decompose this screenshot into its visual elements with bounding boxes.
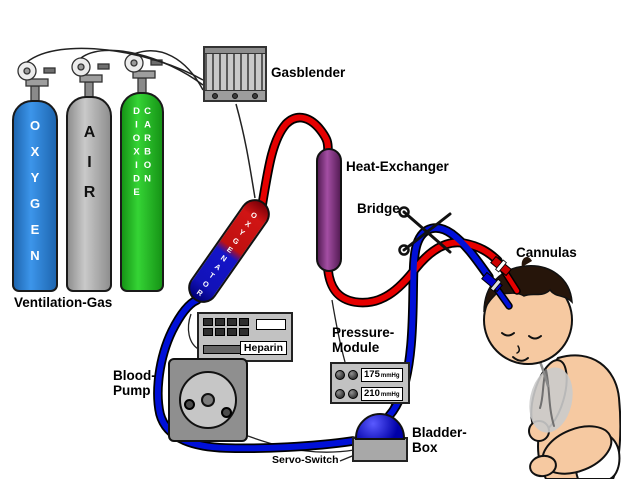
gasblender-device	[203, 46, 267, 102]
pressure-knob	[348, 389, 358, 399]
bridge-label: Bridge	[357, 201, 400, 216]
arterial-line	[259, 114, 331, 209]
pressure-value-1: 175	[364, 369, 380, 380]
baby-mouth	[512, 356, 529, 362]
oxygen-cylinder: OXYGEN	[12, 100, 58, 292]
carbon-dioxide-cylinder: CARBON DIOXIDE	[120, 92, 164, 292]
pump-rotor-disc	[179, 371, 237, 429]
pressure-module-device: 175 mmHg 210 mmHg	[330, 362, 410, 404]
air-cylinder: AIR	[66, 96, 112, 292]
gasblender-knob	[212, 92, 218, 99]
pressure-unit-1: mmHg	[380, 373, 400, 379]
pressure-knob	[348, 370, 358, 380]
pressure-knob	[335, 370, 345, 380]
blood-pump-label: Blood-Pump	[113, 368, 156, 398]
pressure-display-2: 210 mmHg	[361, 387, 403, 401]
heat-exchanger-label: Heat-Exchanger	[346, 159, 449, 174]
gasblender-top-bar	[205, 48, 265, 54]
gasblender-knob	[252, 92, 258, 99]
pump-hub	[201, 393, 215, 407]
baby-nose	[516, 345, 521, 354]
pressure-module-row: 210 mmHg	[335, 387, 403, 401]
heparin-label: Heparin	[239, 341, 287, 355]
pressure-knob	[335, 389, 345, 399]
heparin-display	[256, 319, 286, 330]
bladder-box-label: Bladder-Box	[412, 425, 467, 455]
gas-lines	[26, 47, 256, 199]
baby-eyes	[501, 332, 542, 340]
pressure-value-2: 210	[364, 388, 380, 399]
pressure-module-row: 175 mmHg	[335, 368, 403, 382]
carbon-dioxide-cylinder-label: CARBON DIOXIDE	[131, 106, 153, 201]
chest-vessel-overlay	[529, 367, 573, 433]
baby-figure	[483, 256, 621, 479]
blood-pump-device	[168, 358, 248, 442]
heparin-pump-device: Heparin	[197, 312, 293, 362]
pump-roller	[184, 399, 195, 410]
gasblender-label: Gasblender	[271, 65, 346, 80]
gasblender-knobs	[205, 90, 265, 100]
gasblender-knob	[232, 92, 238, 99]
baby-foot	[529, 454, 557, 478]
cannula-icons	[481, 255, 521, 310]
pump-roller	[221, 407, 232, 418]
air-cylinder-label: AIR	[81, 124, 98, 214]
servo-switch-box	[352, 437, 408, 462]
heparin-keypad	[203, 318, 249, 336]
cannulas-label: Cannulas	[516, 245, 577, 260]
servo-switch-label: Servo-Switch	[272, 454, 339, 466]
pressure-unit-2: mmHg	[380, 392, 400, 398]
bridge-clamp-icon	[398, 206, 452, 256]
pressure-display-1: 175 mmHg	[361, 368, 403, 382]
ventilation-gas-label: Ventilation-Gas	[14, 295, 113, 310]
oxygen-cylinder-label: OXYGEN	[27, 118, 43, 274]
heat-exchanger-device	[316, 148, 342, 272]
pressure-module-label: Pressure-Module	[332, 325, 395, 355]
venous-line	[154, 297, 356, 452]
